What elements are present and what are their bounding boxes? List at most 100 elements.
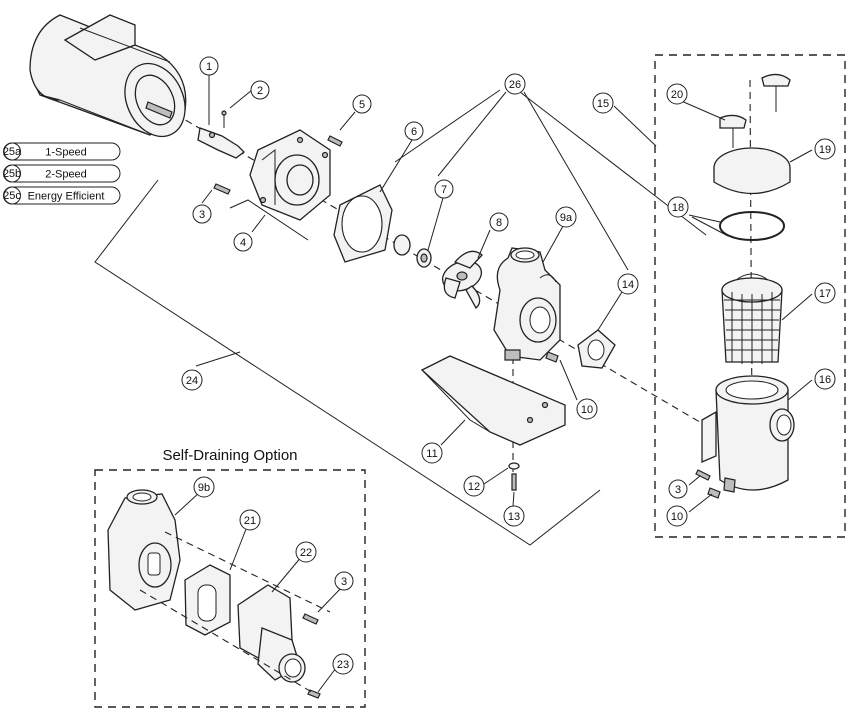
callout-18: 18 [667, 196, 689, 218]
callout-23: 23 [332, 653, 354, 675]
screw-5 [327, 135, 343, 147]
lid-knob-right [761, 73, 791, 112]
svg-text:9a: 9a [560, 212, 573, 224]
gasket [333, 184, 393, 263]
svg-text:23: 23 [337, 659, 349, 671]
screw-23 [307, 689, 321, 699]
callout-16: 16 [814, 368, 836, 390]
washer-12 [508, 462, 520, 470]
motor [29, 14, 187, 138]
legend-item-2-speed: 25b 2-Speed [3, 164, 121, 183]
svg-text:14: 14 [622, 279, 634, 291]
svg-text:18: 18 [672, 202, 684, 214]
set-screw [221, 110, 227, 128]
flange-gasket [577, 329, 616, 369]
drain-plug-10-housing [545, 351, 559, 363]
callout-13: 13 [503, 505, 525, 527]
bracket-24 [94, 179, 601, 546]
callout-2: 2 [250, 80, 270, 100]
callout-21: 21 [239, 509, 261, 531]
callout-14: 14 [617, 273, 639, 295]
adapter-gasket [184, 564, 231, 636]
legend-label: 1-Speed [45, 147, 87, 159]
callout-19: 19 [814, 138, 836, 160]
lid-o-ring [719, 211, 785, 241]
svg-text:3: 3 [199, 209, 205, 221]
callout-1: 1 [199, 56, 219, 76]
callout-24: 24 [181, 369, 203, 391]
svg-text:19: 19 [819, 144, 831, 156]
legend-item-1-speed: 25a 1-Speed [3, 142, 121, 161]
assembly-axis [164, 107, 711, 429]
screw-3-strainer [695, 469, 711, 481]
svg-text:17: 17 [819, 288, 831, 300]
motor-legend: 25a 1-Speed 25b 2-Speed 25c Energy Effic… [3, 142, 121, 205]
callout-8: 8 [489, 212, 509, 232]
callout-10: 10 [576, 398, 598, 420]
motor-base [420, 355, 566, 446]
screw-3-inset [302, 613, 319, 625]
legend-item-energy-efficient: 25c Energy Efficient [3, 186, 121, 205]
svg-text:6: 6 [411, 126, 417, 138]
svg-text:20: 20 [671, 89, 683, 101]
mechanical-seal [393, 234, 432, 268]
inset-axis-top [164, 531, 331, 613]
svg-text:2: 2 [257, 85, 263, 97]
legend-code: 25b [3, 168, 21, 180]
svg-text:8: 8 [496, 217, 502, 229]
svg-text:5: 5 [359, 99, 365, 111]
legend-code: 25a [3, 146, 22, 158]
callout-3-inset: 3 [334, 571, 354, 591]
shaft-adaptor [197, 127, 245, 159]
callout-5: 5 [352, 94, 372, 114]
callout-22: 22 [295, 541, 317, 563]
legend-code: 25c [3, 190, 21, 202]
svg-text:1: 1 [206, 61, 212, 73]
callout-26: 26 [504, 73, 526, 95]
callout-10-strainer: 10 [666, 505, 688, 527]
impeller [441, 250, 483, 310]
callout-7: 7 [434, 179, 454, 199]
discharge-adapter [237, 584, 306, 683]
drain-plug-10-strainer [707, 487, 721, 499]
seal-plate [249, 129, 331, 221]
strainer-lid [713, 147, 791, 195]
svg-text:12: 12 [468, 481, 480, 493]
inset-axis-bottom [139, 589, 316, 695]
strainer-housing [701, 375, 795, 493]
callout-15: 15 [592, 92, 614, 114]
svg-text:3: 3 [341, 576, 347, 588]
svg-text:9b: 9b [198, 482, 210, 494]
strainer-basket [721, 273, 783, 364]
screw-3-left [213, 183, 231, 195]
legend-label: Energy Efficient [28, 191, 105, 203]
lid-knob-left [719, 114, 747, 148]
svg-text:4: 4 [240, 237, 246, 249]
callout-9b: 9b [193, 476, 215, 498]
pump-housing [493, 247, 561, 361]
callout-11: 11 [421, 442, 443, 464]
svg-text:11: 11 [426, 448, 437, 460]
svg-text:13: 13 [508, 511, 520, 523]
svg-text:3: 3 [675, 484, 681, 496]
callout-12: 12 [463, 475, 485, 497]
svg-text:15: 15 [597, 98, 609, 110]
callout-17: 17 [814, 282, 836, 304]
svg-text:21: 21 [244, 515, 256, 527]
svg-text:22: 22 [300, 547, 312, 559]
self-draining-housing [107, 489, 181, 611]
svg-text:7: 7 [441, 184, 447, 196]
callout-3: 3 [192, 204, 212, 224]
callout-4: 4 [233, 232, 253, 252]
callout-6: 6 [404, 121, 424, 141]
svg-text:24: 24 [186, 375, 198, 387]
svg-text:10: 10 [581, 404, 593, 416]
inset-title: Self-Draining Option [162, 447, 297, 464]
callout-20: 20 [666, 83, 688, 105]
callout-3-strainer: 3 [668, 479, 688, 499]
svg-text:16: 16 [819, 374, 831, 386]
svg-text:26: 26 [509, 79, 521, 91]
callout-9a: 9a [555, 206, 577, 228]
bolt-13 [511, 473, 517, 491]
